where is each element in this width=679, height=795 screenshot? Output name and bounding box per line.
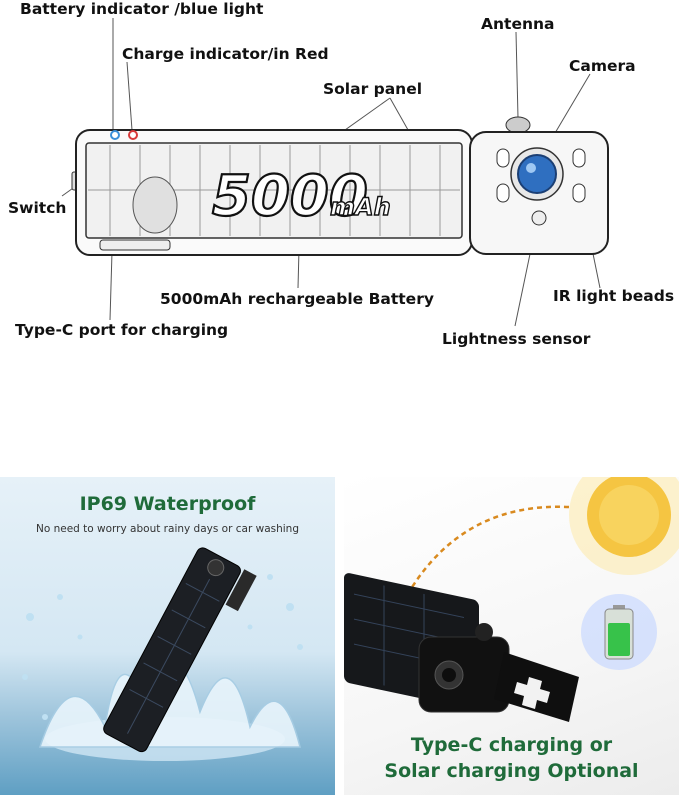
- label-ir-beads: IR light beads: [553, 287, 675, 305]
- splash-illustration: [22, 547, 303, 761]
- type-c-port: [99, 239, 171, 251]
- label-antenna: Antenna: [481, 15, 555, 33]
- capacity-unit: mAh: [330, 193, 391, 221]
- ir-bead: [496, 183, 510, 203]
- ir-bead: [496, 148, 510, 168]
- red-led: [128, 130, 138, 140]
- charging-illustration: [344, 477, 679, 722]
- sun-ray: [407, 505, 570, 593]
- waterproof-title: IP69 Waterproof: [79, 493, 256, 515]
- charging-line-2: Solar charging Optional: [384, 760, 639, 782]
- device-body: 5000 mAh: [75, 129, 473, 256]
- label-charge-indicator: Charge indicator/in Red: [122, 45, 329, 63]
- charging-device: [344, 573, 579, 722]
- label-battery: 5000mAh rechargeable Battery: [160, 290, 434, 308]
- battery-icon: [581, 594, 657, 670]
- charging-line-1: Type-C charging or: [410, 734, 613, 756]
- camera-head: [469, 116, 609, 255]
- label-type-c-port: Type-C port for charging: [15, 321, 229, 339]
- blue-led: [110, 130, 120, 140]
- waterproof-subtitle: No need to worry about rainy days or car…: [35, 523, 300, 535]
- sun-icon: [569, 477, 679, 575]
- ir-bead: [572, 148, 586, 168]
- label-switch: Switch: [8, 199, 67, 217]
- ir-bead: [572, 183, 586, 203]
- product-diagram: 5000 mAh: [61, 18, 609, 327]
- capacity-number: 5000: [212, 164, 368, 229]
- camera-lens: [517, 154, 557, 194]
- waterproof-panel: IP69 Waterproof No need to worry about r…: [0, 477, 335, 795]
- charging-panel: Type-C charging or Solar charging Option…: [344, 477, 679, 795]
- label-camera: Camera: [569, 57, 636, 75]
- waterproof-device: [103, 547, 257, 753]
- label-battery-indicator: Battery indicator /blue light: [20, 0, 264, 18]
- label-lightness-sensor: Lightness sensor: [442, 330, 591, 348]
- lightness-sensor-part: [531, 210, 547, 226]
- label-solar-panel: Solar panel: [323, 80, 423, 98]
